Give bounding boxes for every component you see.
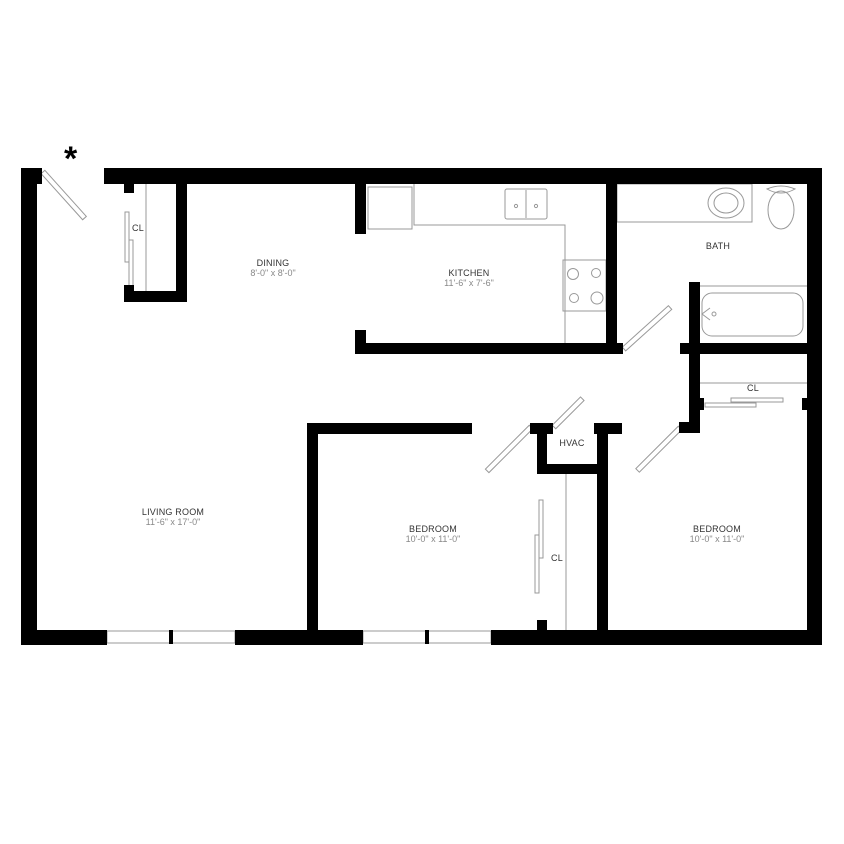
- entry-closet-right-wall: [176, 184, 187, 302]
- refrigerator-icon: [367, 186, 413, 230]
- kitchen-left-stub-bottom: [355, 330, 366, 354]
- bath-closet-right-stub: [802, 398, 808, 410]
- room-dimensions: 10'-0" x 11'-0": [405, 534, 461, 545]
- room-label-closet-bath: CL: [747, 383, 759, 393]
- room-dimensions: 11'-6" x 7'-6": [444, 278, 494, 289]
- room-name: KITCHEN: [448, 268, 490, 278]
- exterior-wall-top: [104, 168, 822, 184]
- kitchen-bottom-wall: [355, 343, 623, 354]
- kitchen-counter-outline: [413, 184, 566, 343]
- room-label-hvac: HVAC: [559, 438, 584, 448]
- room-label-bedroom-1: BEDROOM 10'-0" x 11'-0": [406, 524, 461, 545]
- kitchen-sink-icon: [504, 188, 548, 220]
- room-name: CL: [551, 553, 563, 563]
- room-label-bath: BATH: [706, 241, 730, 251]
- exterior-wall-bottom-2: [235, 630, 363, 645]
- bath-sink-icon: [707, 187, 745, 219]
- bedroom-2-door-stub: [679, 422, 700, 433]
- room-name: BEDROOM: [693, 524, 741, 534]
- entry-closet-bottom-wall: [124, 291, 187, 302]
- bath-bottom-wall: [680, 343, 810, 354]
- bedroom-1-closet-stub: [537, 620, 547, 632]
- room-dimensions: 8'-0" x 8'-0": [250, 268, 296, 279]
- bedroom-1-left-wall: [307, 423, 318, 633]
- bedroom-divider-wall: [597, 423, 608, 633]
- exterior-wall-bottom-3: [491, 630, 822, 645]
- hvac-bottom-wall: [537, 464, 607, 474]
- room-name: LIVING ROOM: [141, 507, 205, 517]
- sliding-door: [128, 239, 134, 291]
- vanity-counter: [616, 183, 753, 223]
- bath-closet-left-stub: [698, 398, 704, 410]
- room-dimensions: 11'-6" x 17'-0": [145, 517, 201, 528]
- room-name: HVAC: [559, 438, 585, 448]
- hvac-top-right-stub: [594, 423, 622, 434]
- room-label-living-room: LIVING ROOM 11'-6" x 17'-0": [142, 507, 204, 528]
- bath-tub-wall: [689, 282, 700, 432]
- sliding-door: [730, 397, 784, 403]
- bedroom-1-door: [484, 424, 534, 474]
- entry-door: [40, 169, 88, 221]
- room-name: BEDROOM: [409, 524, 457, 534]
- toilet-bowl-icon: [767, 190, 795, 230]
- sliding-door: [538, 499, 544, 559]
- exterior-wall-right: [807, 168, 822, 645]
- hvac-left-wall: [537, 423, 547, 471]
- entry-closet-bottom-stub: [124, 285, 134, 295]
- room-label-dining: DINING 8'-0" x 8'-0": [250, 258, 295, 279]
- room-name: CL: [132, 223, 144, 233]
- room-name: BATH: [705, 241, 731, 251]
- hvac-door: [551, 396, 585, 430]
- kitchen-bath-divider: [606, 184, 617, 354]
- entry-marker-icon: *: [64, 140, 78, 178]
- toilet-tank-icon: [765, 185, 797, 194]
- entry-closet-top-stub: [124, 184, 134, 193]
- sliding-door: [534, 534, 540, 594]
- room-label-bedroom-2: BEDROOM 10'-0" x 11'-0": [690, 524, 745, 545]
- bath-door: [621, 304, 673, 352]
- kitchen-left-stub-top: [355, 184, 366, 234]
- sliding-door: [124, 211, 130, 263]
- exterior-wall-bottom-1: [21, 630, 107, 645]
- room-label-closet-bedroom: CL: [551, 553, 563, 563]
- room-label-closet-entry: CL: [132, 223, 144, 233]
- room-name: DINING: [256, 258, 290, 268]
- room-dimensions: 10'-0" x 11'-0": [689, 534, 745, 545]
- bedroom-1-top-wall: [307, 423, 472, 434]
- sliding-door: [704, 402, 757, 408]
- bathtub-icon: [701, 292, 804, 337]
- room-name: CL: [747, 383, 759, 393]
- exterior-wall-left: [21, 168, 37, 645]
- bedroom-2-door: [635, 425, 683, 473]
- room-label-kitchen: KITCHEN 11'-6" x 7'-6": [444, 268, 494, 289]
